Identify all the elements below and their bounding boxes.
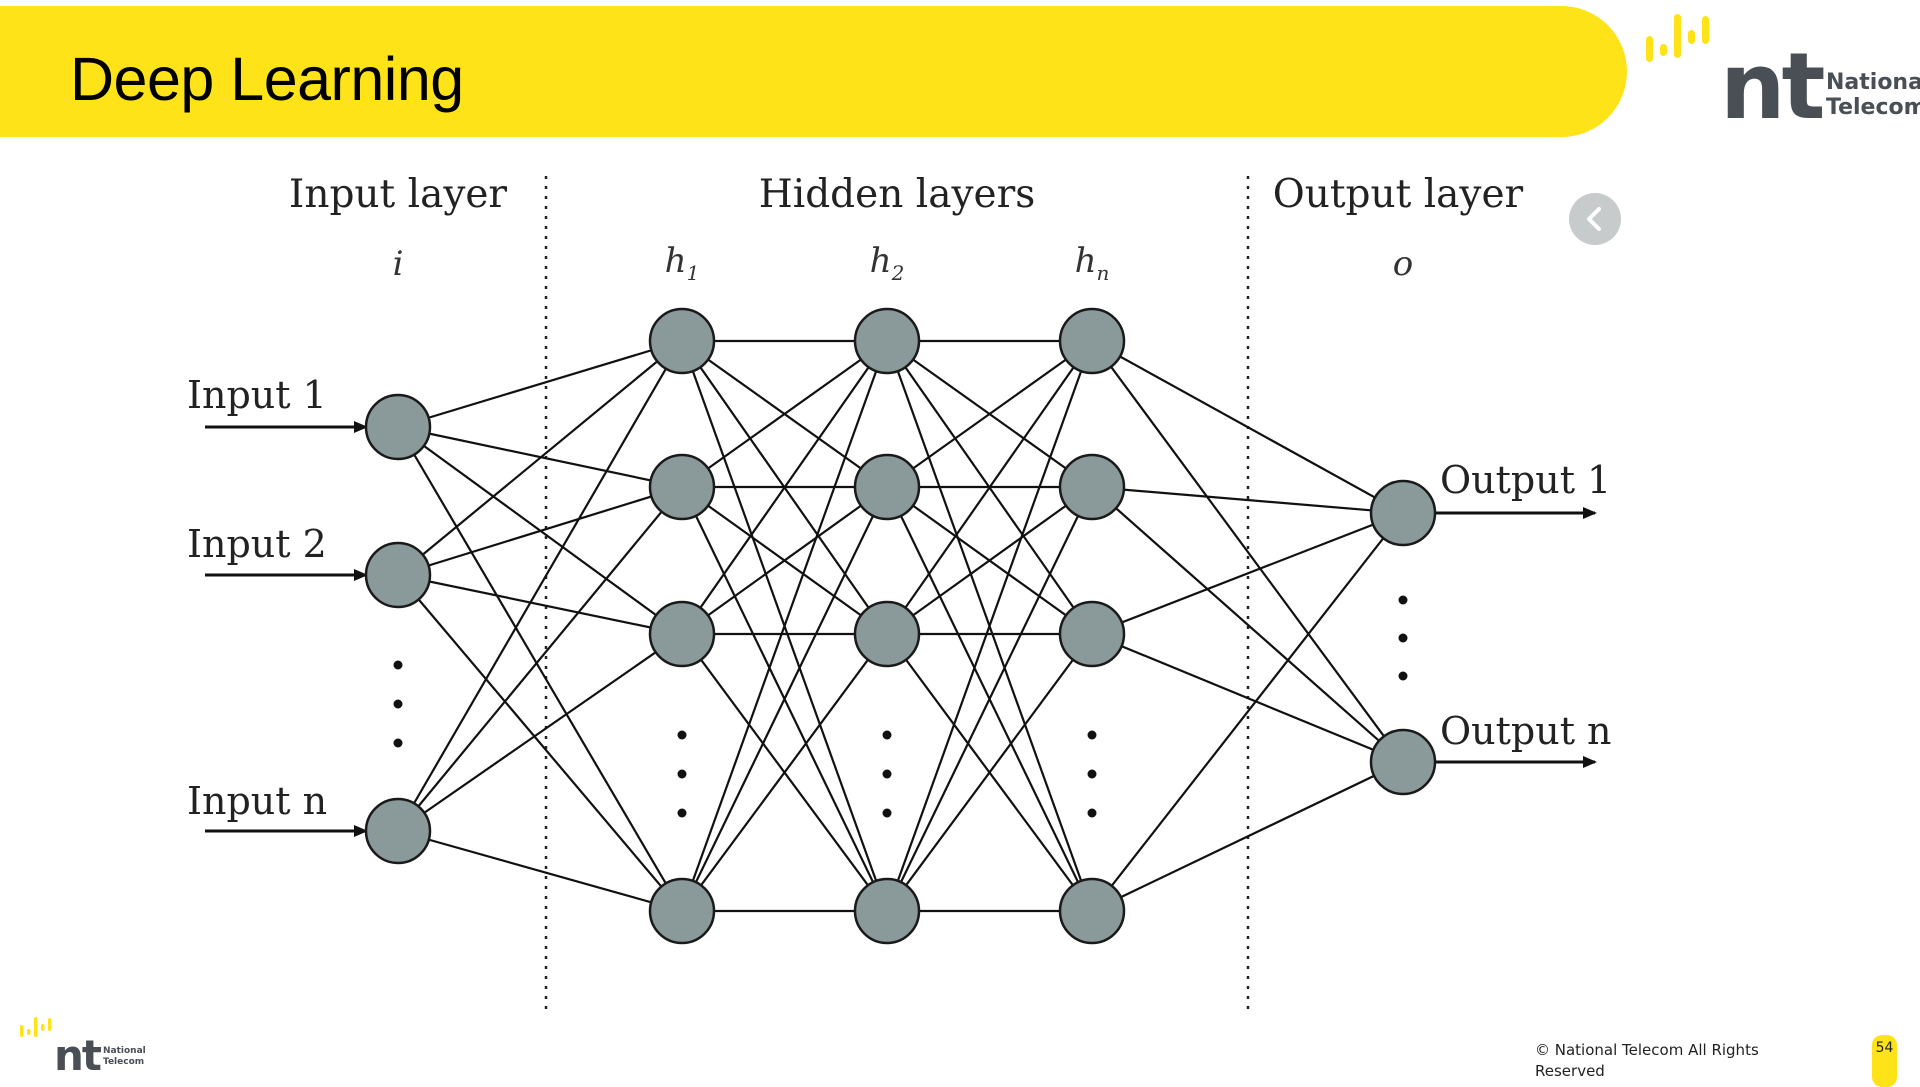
connection-input-2-to-h1-3 (397, 573, 683, 636)
hidden-layers-heading: Hidden layers (759, 172, 1036, 217)
connection-input-2-to-h1-1 (397, 340, 683, 576)
node-h2-1 (853, 307, 921, 375)
connection-h2-4-to-hn-2 (886, 486, 1093, 912)
node-h1-1 (648, 307, 716, 375)
ellipsis-dot-input-2 (393, 699, 403, 709)
ellipsis-dot-input-3 (393, 738, 403, 748)
ellipsis-dot-output-1 (1398, 595, 1408, 605)
hn-symbol: hn (1075, 241, 1110, 285)
neural-network-diagram: Input layer Hidden layers Output layer i… (187, 172, 1612, 1010)
copyright-notice: © National Telecom All Rights Reserved (1535, 1041, 1759, 1080)
page-number-badge: 54 (1872, 1035, 1897, 1087)
connection-input-2-to-h1-4 (397, 574, 683, 912)
ellipsis-dot-output-3 (1398, 671, 1408, 681)
brand-name-line1: National (1826, 70, 1920, 95)
brand-name-small-line2: Telecom (103, 1057, 145, 1067)
output-layer-symbol: o (1393, 244, 1413, 284)
connection-input-3-to-h1-1 (397, 340, 683, 832)
h2-symbol: h2 (870, 241, 905, 285)
ellipsis-dot-h1-1 (677, 730, 687, 740)
node-h2-4 (853, 877, 921, 945)
node-input-2 (364, 541, 432, 609)
node-input-3 (364, 797, 432, 865)
node-hn-1 (1058, 307, 1126, 375)
connection-hn-1-to-output-2 (1091, 340, 1404, 763)
connection-h2-3-to-hn-2 (886, 486, 1093, 635)
connection-input-2-to-h1-2 (397, 485, 683, 577)
connection-hn-3-to-output-1 (1091, 511, 1404, 636)
connection-input-3-to-h1-4 (397, 829, 683, 913)
node-h2-2 (853, 453, 921, 521)
node-output-1 (1369, 479, 1437, 547)
connection-hn-2-to-output-2 (1091, 486, 1404, 763)
ellipsis-dot-hn-2 (1087, 769, 1097, 779)
logo-mark-small-icon: nt (20, 1017, 104, 1080)
h1-symbol: h1 (665, 241, 700, 285)
ellipsis-dot-output-2 (1398, 633, 1408, 643)
connection-hn-4-to-output-2 (1091, 761, 1404, 912)
input-layer-heading: Input layer (289, 172, 508, 217)
prev-slide-button[interactable] (1569, 193, 1621, 245)
input-label-1: Input 1 (187, 373, 327, 417)
node-hn-3 (1058, 600, 1126, 668)
logo-letters-small: nt (54, 1031, 102, 1075)
ellipsis-dot-hn-3 (1087, 808, 1097, 818)
connection-h1-4-to-h2-3 (681, 633, 888, 912)
connection-h2-4-to-hn-3 (886, 633, 1093, 912)
connection-h2-2-to-hn-1 (886, 340, 1093, 488)
connection-h1-4-to-h2-1 (680, 340, 889, 912)
node-hn-4 (1058, 877, 1126, 945)
node-input-1 (364, 393, 432, 461)
output-label-1: Output 1 (1440, 458, 1611, 502)
connection-h1-3-to-h2-2 (681, 486, 888, 635)
connection-h1-3-to-h2-1 (681, 340, 888, 635)
brand-name-small-line1: National (103, 1046, 146, 1056)
brand-name-line2: Telecom (1826, 95, 1920, 120)
ellipsis-dot-hn-1 (1087, 730, 1097, 740)
ellipsis-dot-h2-1 (882, 730, 892, 740)
input-label-2: Input 2 (187, 522, 327, 566)
connection-hn-3-to-output-2 (1091, 632, 1404, 764)
national-telecom-logo: nt National Telecom (1638, 8, 1920, 140)
node-h2-3 (853, 600, 921, 668)
national-telecom-logo-small: nt National Telecom (16, 1015, 156, 1080)
node-h1-3 (648, 600, 716, 668)
ellipsis-dot-h2-3 (882, 808, 892, 818)
output-label-n: Output n (1440, 709, 1612, 753)
slide-title: Deep Learning (70, 45, 464, 113)
connection-hn-1-to-output-1 (1091, 340, 1404, 514)
chevron-left-icon (1587, 207, 1601, 231)
input-layer-symbol: i (393, 244, 404, 284)
node-h1-2 (648, 453, 716, 521)
ellipsis-dot-h2-2 (882, 769, 892, 779)
title-bar: Deep Learning (0, 6, 1627, 137)
connection-h2-3-to-hn-1 (886, 340, 1093, 635)
ellipsis-dot-input-1 (393, 660, 403, 670)
node-h1-4 (648, 877, 716, 945)
ellipsis-dot-h1-3 (677, 808, 687, 818)
connection-h1-2-to-h2-1 (681, 340, 888, 488)
connection-input-1-to-h1-1 (397, 339, 683, 429)
connection-hn-2-to-output-1 (1091, 485, 1404, 515)
ellipsis-dot-h1-2 (677, 769, 687, 779)
connection-h1-4-to-h2-2 (681, 486, 888, 912)
node-output-2 (1369, 728, 1437, 796)
logo-mark-icon: nt (1646, 14, 1827, 140)
connection-h2-4-to-hn-1 (885, 340, 1094, 912)
connection-input-1-to-h1-4 (397, 426, 683, 912)
logo-letters: nt (1720, 33, 1823, 126)
output-layer-heading: Output layer (1273, 172, 1524, 217)
node-hn-2 (1058, 453, 1126, 521)
connection-hn-4-to-output-1 (1091, 512, 1404, 912)
input-label-n: Input n (187, 779, 327, 823)
connection-input-3-to-h1-3 (397, 633, 683, 832)
connection-input-3-to-h1-2 (397, 486, 683, 832)
